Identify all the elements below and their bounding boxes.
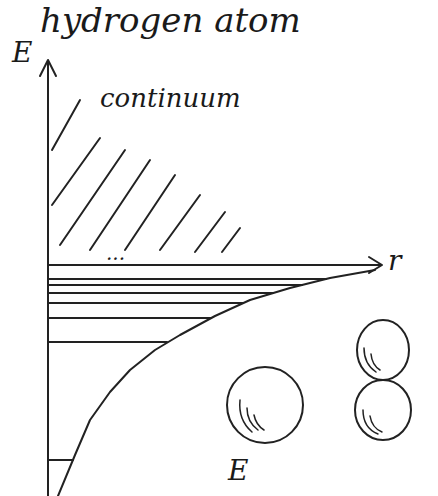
radius-axis bbox=[48, 264, 381, 266]
energy-levels bbox=[48, 279, 326, 460]
axis-arrowhead bbox=[40, 60, 56, 76]
axis-label: E bbox=[12, 38, 32, 69]
s-orbital bbox=[227, 367, 303, 443]
region-label: continuum bbox=[100, 84, 241, 113]
diagram-title: hydrogen atom bbox=[40, 2, 301, 39]
ellipsis-mark: ... bbox=[106, 242, 125, 264]
axis-label: r bbox=[388, 246, 401, 277]
p-orbital bbox=[355, 320, 411, 440]
energy-label: E bbox=[228, 456, 248, 487]
continuum-hatching bbox=[52, 100, 240, 252]
